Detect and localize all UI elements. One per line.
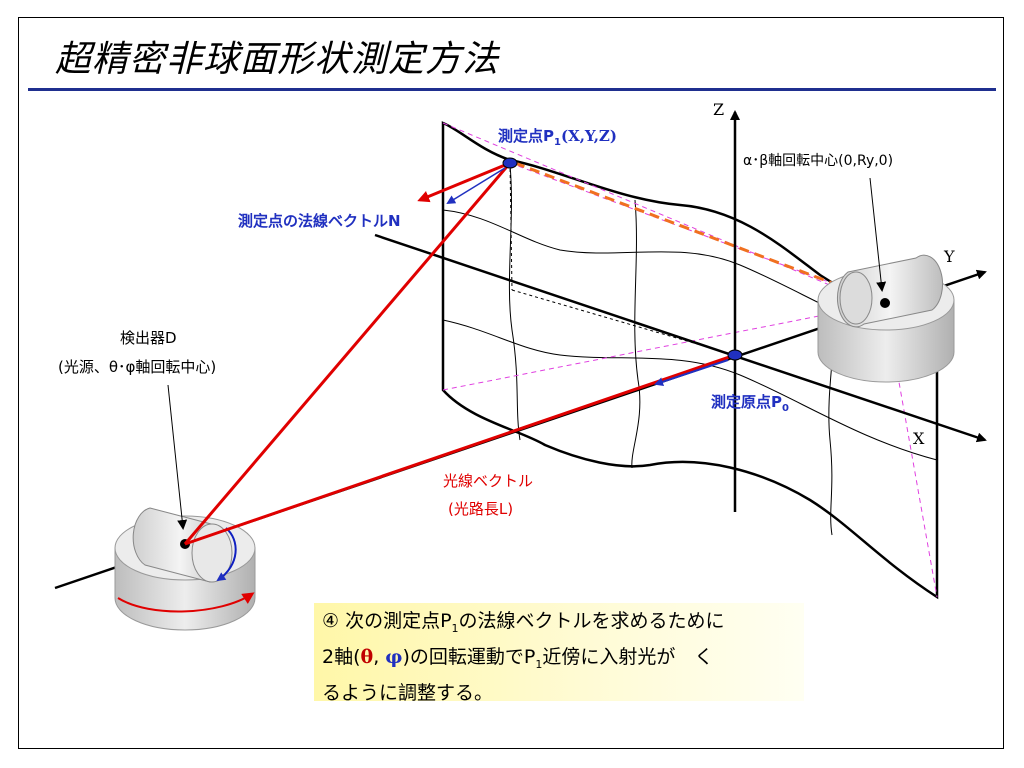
slide-frame <box>18 17 1004 749</box>
detector-leader <box>167 384 188 530</box>
rotation-center-leader <box>869 177 887 292</box>
measure-point-label: 測定点P1(X,Y,Z) <box>498 127 617 148</box>
note-line-2: 2軸(θ, φ)の回転運動でP1近傍に入射光が く <box>322 645 714 671</box>
origin-label: 測定原点P0 <box>711 393 789 414</box>
normal-vector-label: 測定点の法線ベクトルN <box>238 212 401 230</box>
origin-point-p0 <box>727 349 743 361</box>
slide-title: 超精密非球面形状測定方法 <box>55 39 500 80</box>
note-line-1: ④ 次の測定点P1の法線ベクトルを求めるために <box>322 610 725 635</box>
axis-y-label: Y <box>943 247 955 266</box>
detector-title: 検出器D <box>120 329 177 347</box>
path-length-label: (光路長L) <box>448 500 513 518</box>
normal-vector-arrow <box>417 161 511 203</box>
axis-x-label: X <box>913 429 925 448</box>
normal-blue-arrow <box>446 167 506 205</box>
detector-stage <box>114 507 256 631</box>
ray-to-p0 <box>184 353 736 546</box>
projection-lines <box>509 162 736 356</box>
orange-dashed-line <box>514 161 886 305</box>
note-line-3: るように調整する。 <box>322 681 494 704</box>
instruction-note: ④ 次の測定点P1の法線ベクトルを求めるために 2軸(θ, φ)の回転運動でP1… <box>314 603 804 704</box>
alpha-beta-stage <box>817 254 955 383</box>
title-rule <box>28 88 996 91</box>
x-axis <box>374 233 987 443</box>
ray-vector-label: 光線ベクトル <box>443 472 533 490</box>
rotation-center-label: α･β軸回転中心(0,Ry,0) <box>743 153 893 169</box>
ray-to-p1 <box>183 162 512 545</box>
axis-z-label: Z <box>713 100 724 119</box>
light-rays <box>183 161 736 546</box>
detector-subtitle: (光源、θ･φ軸回転中心) <box>58 358 216 376</box>
origin-blue-arrow <box>654 359 729 387</box>
measure-point-p1 <box>502 157 518 169</box>
